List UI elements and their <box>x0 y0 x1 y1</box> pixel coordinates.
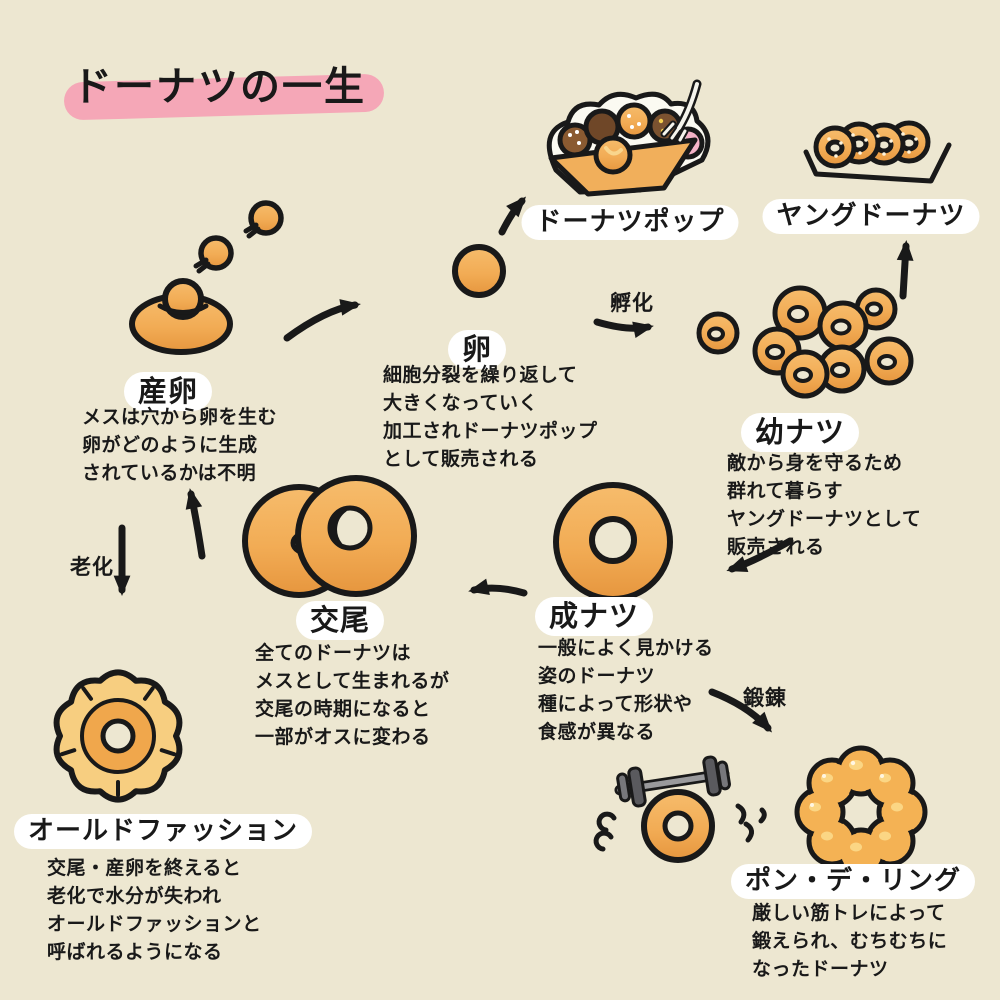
effort-marks <box>593 803 767 852</box>
adult-donut-illustration <box>553 482 673 602</box>
stage-label-pon-de-ring: ポン・デ・リング <box>730 864 976 900</box>
stage-label-koubi: 交尾 <box>295 601 385 640</box>
stage-desc-younatsu: 敵から身を守るため 群れて暮らす ヤングドーナツとして 販売される <box>727 452 922 558</box>
arrow-label-training: 鍛錬 <box>743 686 787 710</box>
stage-label-egg: 卵 <box>447 330 507 369</box>
diagram-title: ドーナツの一生 <box>63 54 385 121</box>
tray-outline <box>803 142 952 184</box>
stage-label-young-donut: ヤングドーナツ <box>762 199 980 235</box>
old-fashioned-donut-illustration <box>53 669 183 803</box>
stage-label-donut-pop: ドーナツポップ <box>521 205 739 241</box>
arrow-mating-to-spawn <box>185 488 206 560</box>
arrow-cluster-to-tray <box>896 240 914 300</box>
arrow-egg-to-pop <box>498 196 527 236</box>
young-donut-tray-illustration <box>803 120 952 184</box>
stage-desc-old-fashioned: 交尾・産卵を終えると 老化で水分が失われ オールドファッションと 呼ばれるように… <box>47 857 262 963</box>
mating-donuts-illustration <box>242 475 417 598</box>
stage-label-spawning: 産卵 <box>123 372 213 411</box>
stage-desc-spawning: メスは穴から卵を生む 卵がどのように生成 されているかは不明 <box>82 406 278 484</box>
pon-de-ring-illustration <box>794 745 928 879</box>
egg-illustration <box>452 244 506 298</box>
arrow-label-hatch: 孵化 <box>610 291 654 315</box>
stage-label-younatsu: 幼ナツ <box>740 413 860 452</box>
flying-egg <box>193 235 234 274</box>
stage-desc-pon-de-ring: 厳しい筋トレによって 鍛えられ、むちむちに なったドーナツ <box>752 902 948 980</box>
stage-desc-koubi: 全てのドーナツは メスとして生まれるが 交尾の時期になると 一部がオスに変わる <box>255 642 450 748</box>
arrow-cluster-to-adult <box>726 537 794 573</box>
barbell-icon <box>614 755 731 808</box>
emerging-egg <box>162 278 204 320</box>
arrow-training <box>708 688 773 733</box>
muscle-donut-illustration <box>593 755 767 863</box>
cycle-arrows <box>113 196 914 733</box>
donut-pop-illustration <box>546 79 711 197</box>
spawning-donut-illustration <box>129 200 284 355</box>
flying-egg <box>243 200 284 239</box>
stage-label-seinatsu: 成ナツ <box>534 597 654 636</box>
arrow-hatch-egg-to-cluster <box>593 318 654 339</box>
page-title: ドーナツの一生 <box>72 64 366 110</box>
stage-label-old-fashioned: オールドファッション <box>14 814 313 850</box>
stage-desc-egg: 細胞分裂を繰り返して 大きくなっていく 加工されドーナツポップ として販売される <box>383 364 598 470</box>
fork-icon <box>660 79 702 144</box>
arrow-adult-to-mating <box>468 578 528 597</box>
stage-desc-seinatsu: 一般によく見かける 姿のドーナツ 種によって形状や 食感が異なる <box>538 637 714 743</box>
young-donut-cluster-illustration <box>696 285 914 399</box>
arrow-spawn-to-egg <box>283 299 361 342</box>
arrow-label-aging: 老化 <box>70 555 114 579</box>
